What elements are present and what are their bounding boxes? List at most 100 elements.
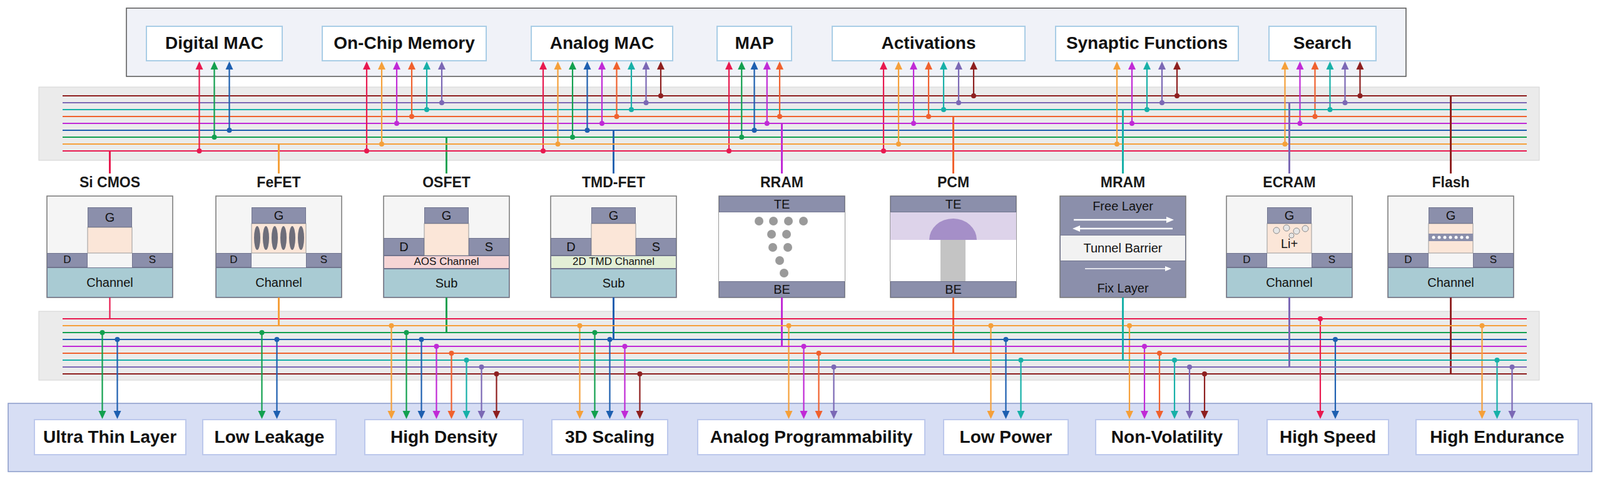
connector-line	[646, 68, 1290, 174]
device-layer: Channel	[1226, 267, 1353, 298]
arrow-head	[606, 410, 614, 419]
box-label: MAP	[734, 33, 774, 54]
device-layer: Sub	[383, 268, 510, 298]
arrow-head	[1296, 61, 1305, 70]
arrow-head	[422, 61, 431, 70]
connector-line	[613, 297, 1336, 412]
device-layer: S	[1472, 252, 1514, 268]
device-box: ECRAMGLi+DSChannel	[1226, 173, 1353, 298]
connector-line	[587, 68, 614, 174]
connector	[279, 61, 1290, 174]
connector	[613, 61, 759, 174]
box-label: Analog Programmability	[710, 427, 913, 447]
bottom-panel	[8, 402, 1592, 472]
device-layer: Channel	[1387, 267, 1514, 298]
layer-label: 2D TMD Channel	[572, 255, 655, 268]
connector-line	[973, 68, 1452, 174]
layer-label: S	[320, 254, 328, 266]
connector-line	[396, 68, 783, 174]
arrow-head	[273, 410, 281, 419]
device-layer: Channel	[46, 267, 173, 298]
property-box: Analog Programmability	[697, 418, 926, 455]
connector	[782, 61, 1137, 174]
arrow-head	[448, 410, 456, 419]
connector	[815, 297, 954, 419]
box-label: Low Power	[959, 427, 1053, 447]
device-layer: Free Layer	[1059, 195, 1186, 235]
property-box: High Endurance	[1415, 418, 1579, 455]
box-label: Low Leakage	[214, 427, 325, 447]
junction-dot	[628, 107, 634, 113]
arrow-head	[987, 410, 995, 419]
device-box: FeFETGDSChannel	[215, 173, 342, 298]
application-box: Digital MAC	[145, 25, 283, 62]
junction-dot	[1494, 357, 1500, 363]
junction-dot	[115, 336, 121, 342]
application-box: Analog MAC	[530, 25, 674, 62]
junction-dot	[1297, 120, 1303, 126]
layer-label: D	[1404, 254, 1412, 266]
junction-dot	[1342, 100, 1348, 106]
connector-line	[631, 68, 1124, 174]
connector	[1123, 61, 1152, 174]
connector	[279, 297, 995, 419]
junction-dot	[831, 364, 837, 370]
device-layer: S	[305, 252, 342, 268]
connector-line	[1289, 297, 1513, 412]
connector	[98, 297, 447, 419]
si-cmos-figure	[46, 195, 173, 298]
arrow-head	[417, 410, 426, 419]
arrow-head	[924, 61, 933, 70]
junction-dot	[585, 127, 591, 133]
pcm-figure	[890, 195, 1017, 298]
device-layer: G	[251, 207, 306, 224]
application-box: Search	[1268, 25, 1377, 62]
connector	[1356, 61, 1452, 174]
layer-label: BE	[773, 282, 791, 296]
connector-line	[110, 68, 885, 174]
connector	[1123, 297, 1179, 419]
arrow-head	[362, 61, 371, 70]
connector	[782, 61, 1305, 174]
device-layer: TE	[890, 195, 1017, 213]
box-label: Ultra Thin Layer	[43, 427, 177, 447]
layer-label: D	[399, 239, 408, 254]
box-label: Synaptic Functions	[1066, 33, 1228, 54]
device-box: Si CMOSGDSChannel	[46, 173, 173, 298]
connector-line	[782, 297, 805, 412]
box-label: Search	[1293, 33, 1352, 54]
layer-label: TE	[774, 197, 791, 211]
connector-line	[1360, 68, 1452, 174]
connector-line	[1021, 297, 1124, 412]
layer-label: AOS Channel	[414, 255, 480, 268]
device-layer: Li+	[1267, 223, 1312, 253]
arrow-head	[1017, 410, 1025, 419]
device-name: ECRAM	[1262, 174, 1316, 191]
junction-dot	[752, 127, 758, 133]
device-box: FlashGDSChannel	[1387, 173, 1514, 298]
connector	[782, 61, 918, 174]
property-box: Low Leakage	[202, 418, 337, 455]
arrow-head	[613, 61, 621, 70]
layer-label: Channel	[86, 275, 134, 290]
layer-label: Tunnel Barrier	[1083, 240, 1163, 255]
box-label: High Speed	[1279, 427, 1376, 447]
layer-label: G	[105, 210, 116, 225]
junction-dot	[259, 329, 265, 335]
arrow-head	[210, 61, 219, 70]
junction-dot	[494, 371, 500, 377]
connector-line	[782, 297, 1146, 412]
arrow-head	[1356, 61, 1365, 70]
junction-dot	[479, 364, 485, 370]
arrow-head	[195, 61, 204, 70]
property-box: High Density	[364, 418, 524, 455]
connector-line	[613, 297, 1007, 412]
connector-line	[1289, 68, 1346, 174]
connector	[1123, 297, 1502, 419]
connector-line	[446, 297, 596, 412]
junction-dot	[816, 350, 822, 356]
connector	[613, 297, 1010, 419]
osfet-figure	[383, 195, 510, 298]
junction-dot	[212, 134, 218, 140]
device-name: Flash	[1431, 174, 1470, 191]
